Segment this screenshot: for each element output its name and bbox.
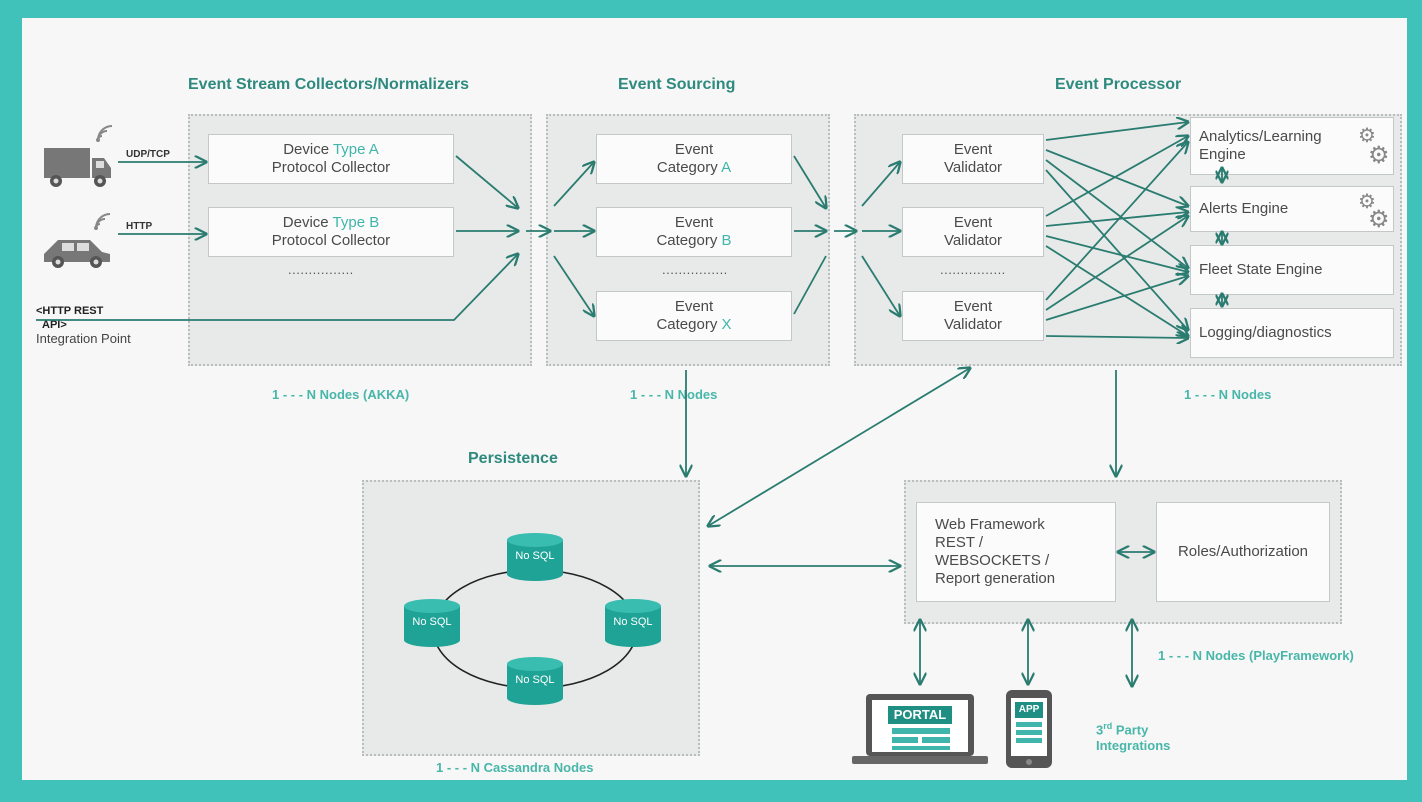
category-box-b: Event Category B [596, 207, 792, 257]
collector-a-prefix: Device [283, 141, 333, 158]
collector-ellipsis: ................ [288, 262, 354, 277]
sourcing-title: Event Sourcing [618, 76, 736, 93]
sourcing-ellipsis: ................ [662, 262, 728, 277]
database-icon: No SQL [505, 656, 565, 706]
nosql-label-top: No SQL [515, 550, 555, 562]
category-x-line2: Category X [656, 316, 731, 334]
collector-a-line2: Protocol Collector [271, 159, 391, 176]
collector-box-a: Device Type A Protocol Collector [208, 134, 454, 184]
web-line3: WEBSOCKETS / [935, 552, 1050, 569]
udp-tcp-label: UDP/TCP [126, 149, 170, 160]
validator-3-line1: Event [953, 298, 993, 315]
phone-icon: APP [1006, 690, 1052, 768]
category-x-line1: Event [674, 298, 714, 315]
validator-box-3: Event Validator [902, 291, 1044, 341]
connector-arrows [36, 18, 1407, 689]
database-icon: No SQL [402, 598, 462, 648]
category-a-prefix: Category [656, 159, 722, 176]
cassandra-nodes-label: 1 - - - N Cassandra Nodes [436, 760, 594, 775]
roles-box: Roles/Authorization [1156, 502, 1330, 602]
alerts-engine-box: Alerts Engine [1190, 186, 1394, 232]
roles-label: Roles/Authorization [1177, 543, 1309, 560]
category-a-line2: Category A [657, 159, 731, 177]
logging-box: Logging/diagnostics [1190, 308, 1394, 358]
analytics-line1: Analytics/Learning [1199, 128, 1322, 145]
rest-api-line1: <HTTP REST [36, 305, 104, 317]
fleet-engine-box: Fleet State Engine [1190, 245, 1394, 295]
database-icon: No SQL [505, 532, 565, 582]
rest-api-line3: Integration Point [36, 331, 131, 346]
gears-icon: ⚙ [1358, 125, 1376, 147]
category-b-prefix: Category [656, 232, 722, 249]
collector-b-type: Type B [332, 214, 380, 231]
validator-box-1: Event Validator [902, 134, 1044, 184]
car-icon [42, 234, 112, 268]
category-b-suffix: B [721, 232, 732, 249]
collector-b-line2: Protocol Collector [271, 232, 391, 249]
rest-api-label: <HTTP REST API> Integration Point [36, 304, 131, 346]
collector-a-line1: Device Type A [283, 141, 379, 159]
processor-title: Event Processor [1055, 76, 1182, 93]
alerts-label: Alerts Engine [1199, 200, 1289, 217]
validator-2-line1: Event [953, 214, 993, 231]
nosql-label-right: No SQL [613, 616, 653, 628]
category-x-prefix: Category [656, 316, 722, 333]
nosql-label-left: No SQL [412, 616, 452, 628]
gears-icon: ⚙ [1358, 191, 1376, 213]
category-a-suffix: A [721, 159, 732, 176]
category-box-x: Event Category X [596, 291, 792, 341]
third-party-num: 3 [1096, 722, 1104, 738]
http-label: HTTP [126, 221, 153, 232]
gears-icon: ⚙ [1368, 206, 1390, 233]
collector-a-type: Type A [332, 141, 379, 158]
third-party-text: Party [1112, 722, 1149, 738]
analytics-engine-box: Analytics/Learning Engine [1190, 117, 1394, 175]
portal-label: PORTAL [888, 706, 952, 724]
validator-ellipsis: ................ [940, 262, 1006, 277]
sourcing-nodes-label: 1 - - - N Nodes [630, 387, 718, 402]
play-nodes-label: 1 - - - N Nodes (PlayFramework) [1158, 648, 1354, 663]
third-party-line2: Integrations [1096, 738, 1171, 754]
logging-label: Logging/diagnostics [1199, 324, 1332, 341]
category-b-line2: Category B [656, 232, 731, 250]
laptop-icon: PORTAL [852, 694, 988, 766]
gears-icon: ⚙ [1368, 142, 1390, 169]
validator-1-line2: Validator [943, 159, 1003, 176]
third-party-sup: rd [1103, 721, 1113, 731]
database-icon: No SQL [603, 598, 663, 648]
web-framework-box: Web Framework REST / WEBSOCKETS / Report… [916, 502, 1116, 602]
fleet-label: Fleet State Engine [1199, 261, 1323, 278]
third-party-line1: 3rd Party [1096, 718, 1170, 738]
akka-nodes-label: 1 - - - N Nodes (AKKA) [272, 387, 410, 402]
validator-2-line2: Validator [943, 232, 1003, 249]
collectors-title: Event Stream Collectors/Normalizers [188, 76, 469, 93]
app-label: APP [1015, 702, 1043, 718]
nosql-label-bottom: No SQL [515, 674, 555, 686]
category-b-line1: Event [674, 214, 714, 231]
category-x-suffix: X [721, 316, 732, 333]
validator-1-line1: Event [953, 141, 993, 158]
web-line2: REST / [935, 534, 984, 551]
category-a-line1: Event [674, 141, 714, 158]
diagram-frame: Event Stream Collectors/Normalizers Even… [22, 18, 1407, 780]
category-box-a: Event Category A [596, 134, 792, 184]
wifi-signal-icon [94, 120, 118, 144]
third-party-label: 3rd Party Integrations [1096, 718, 1170, 754]
collector-b-prefix: Device [282, 214, 333, 231]
analytics-line2: Engine [1199, 146, 1246, 163]
web-line4: Report generation [935, 570, 1056, 587]
collector-b-line1: Device Type B [283, 214, 379, 232]
persistence-title: Persistence [468, 450, 558, 467]
collector-box-b: Device Type B Protocol Collector [208, 207, 454, 257]
rest-api-line2: API> [42, 319, 67, 331]
validator-3-line2: Validator [943, 316, 1003, 333]
truck-icon [44, 144, 112, 190]
validator-box-2: Event Validator [902, 207, 1044, 257]
processor-nodes-label: 1 - - - N Nodes [1184, 387, 1272, 402]
wifi-signal-icon [92, 208, 116, 232]
